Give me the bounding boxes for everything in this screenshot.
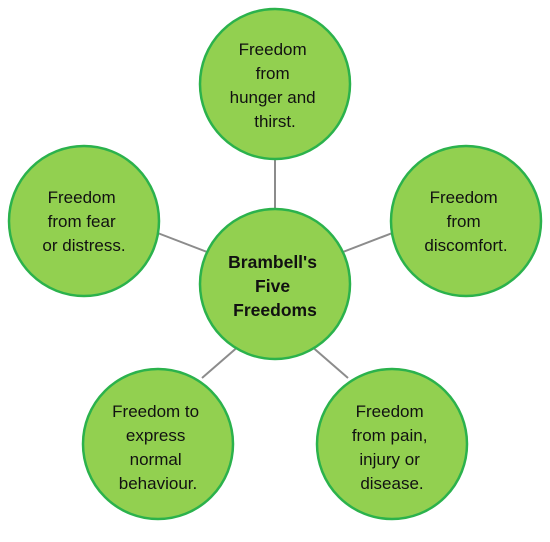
center-circle (198, 207, 352, 361)
connector-normal-behaviour (201, 344, 241, 379)
node-normal-behaviour: Freedom to express normal behaviour. (81, 367, 235, 521)
label-line: behaviour. (119, 474, 197, 493)
connector-discomfort (334, 231, 396, 256)
label-line: Freedom (48, 188, 116, 207)
connector-fear-distress (154, 231, 216, 256)
node-discomfort: Freedom from discomfort. (389, 144, 543, 298)
node-pain-injury-disease: Freedom from pain, injury or disease. (315, 367, 469, 521)
center-label-line: Freedoms (233, 300, 317, 320)
label-line: discomfort. (424, 236, 507, 255)
label-line: express (126, 426, 186, 445)
label-line: Freedom (356, 402, 424, 421)
node-label-fear-distress: Freedom from fear or distress. (42, 188, 125, 255)
connector-pain-injury-disease (309, 344, 349, 379)
label-line: from pain, (352, 426, 428, 445)
node-hunger-thirst: Freedom from hunger and thirst. (198, 7, 352, 161)
center-node: Brambell's Five Freedoms (198, 207, 352, 361)
node-label-pain-injury-disease: Freedom from pain, injury or disease. (352, 402, 432, 493)
node-label-discomfort: Freedom from discomfort. (424, 188, 507, 255)
node-label-hunger-thirst: Freedom from hunger and thirst. (230, 40, 321, 131)
node-circle (389, 144, 543, 298)
node-label-normal-behaviour: Freedom to express normal behaviour. (112, 402, 204, 493)
node-circle (7, 144, 161, 298)
node-circle (315, 367, 469, 521)
label-line: from (447, 212, 481, 231)
label-line: Freedom to (112, 402, 199, 421)
node-circle (198, 7, 352, 161)
label-line: Freedom (430, 188, 498, 207)
label-line: Freedom (239, 40, 307, 59)
node-circle (81, 367, 235, 521)
center-label: Brambell's Five Freedoms (228, 252, 322, 320)
label-line: thirst. (254, 112, 296, 131)
center-label-line: Brambell's (228, 252, 317, 272)
label-line: from fear (48, 212, 116, 231)
center-label-line: Five (255, 276, 290, 296)
label-line: or distress. (42, 236, 125, 255)
label-line: hunger and (230, 88, 316, 107)
label-line: normal (130, 450, 182, 469)
label-line: disease. (360, 474, 423, 493)
node-fear-distress: Freedom from fear or distress. (7, 144, 161, 298)
label-line: injury or (359, 450, 420, 469)
label-line: from (256, 64, 290, 83)
